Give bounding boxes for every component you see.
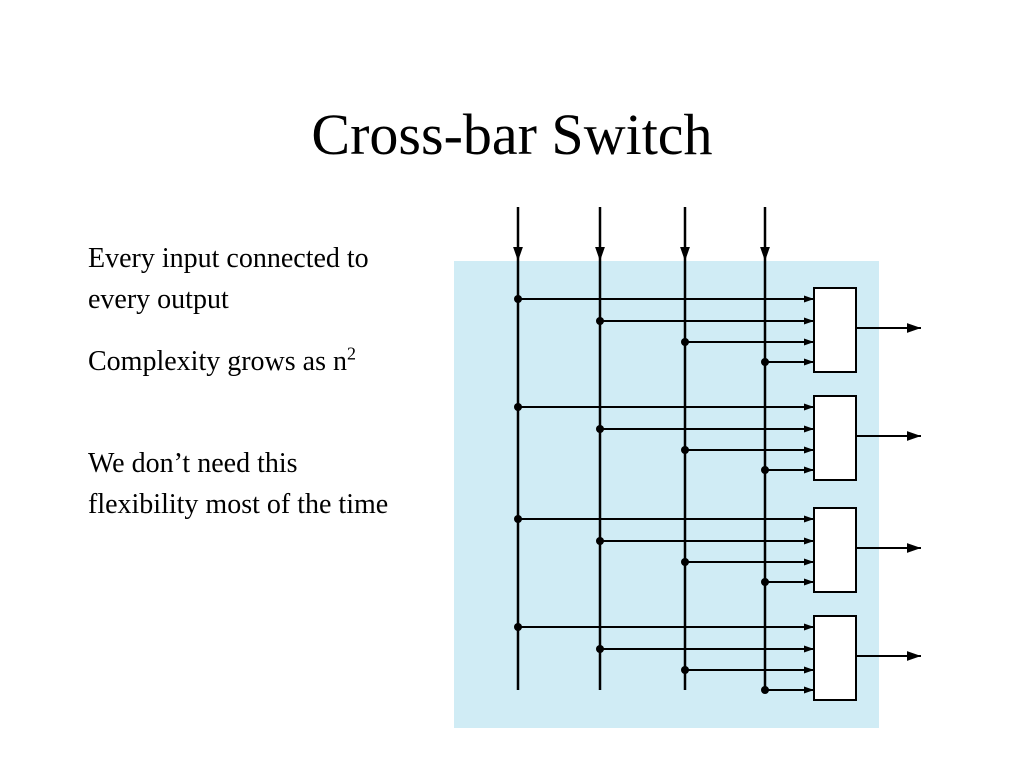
output-mux-2 xyxy=(813,395,857,481)
output-mux-3 xyxy=(813,507,857,593)
slide-title: Cross-bar Switch xyxy=(311,102,713,167)
junction-dot-in1-out1 xyxy=(514,295,522,303)
bullet-complexity: Complexity grows as n2 xyxy=(88,341,448,382)
output-mux-1 xyxy=(813,287,857,373)
junction-dot-in2-out3 xyxy=(596,537,604,545)
bullet-flexibility: We don’t need this flexibility most of t… xyxy=(88,448,389,520)
junction-dot-in4-out4 xyxy=(761,686,769,694)
junction-dot-in4-out1 xyxy=(761,358,769,366)
bullet-complexity-text: Complexity grows as n xyxy=(88,346,347,377)
junction-dot-in1-out3 xyxy=(514,515,522,523)
bullet-complexity-exponent: 2 xyxy=(347,343,356,364)
junction-dot-in2-out4 xyxy=(596,645,604,653)
output-mux-4 xyxy=(813,615,857,701)
junction-dot-in3-out2 xyxy=(681,446,689,454)
junction-dot-in4-out3 xyxy=(761,578,769,586)
junction-dot-in1-out2 xyxy=(514,403,522,411)
junction-dot-in3-out3 xyxy=(681,558,689,566)
junction-dot-in3-out4 xyxy=(681,666,689,674)
junction-dot-in4-out2 xyxy=(761,466,769,474)
junction-dot-in2-out1 xyxy=(596,317,604,325)
bullet-every-input: Every input connected to every output xyxy=(88,243,369,315)
junction-dot-in3-out1 xyxy=(681,338,689,346)
junction-dot-in2-out2 xyxy=(596,425,604,433)
junction-dot-in1-out4 xyxy=(514,623,522,631)
